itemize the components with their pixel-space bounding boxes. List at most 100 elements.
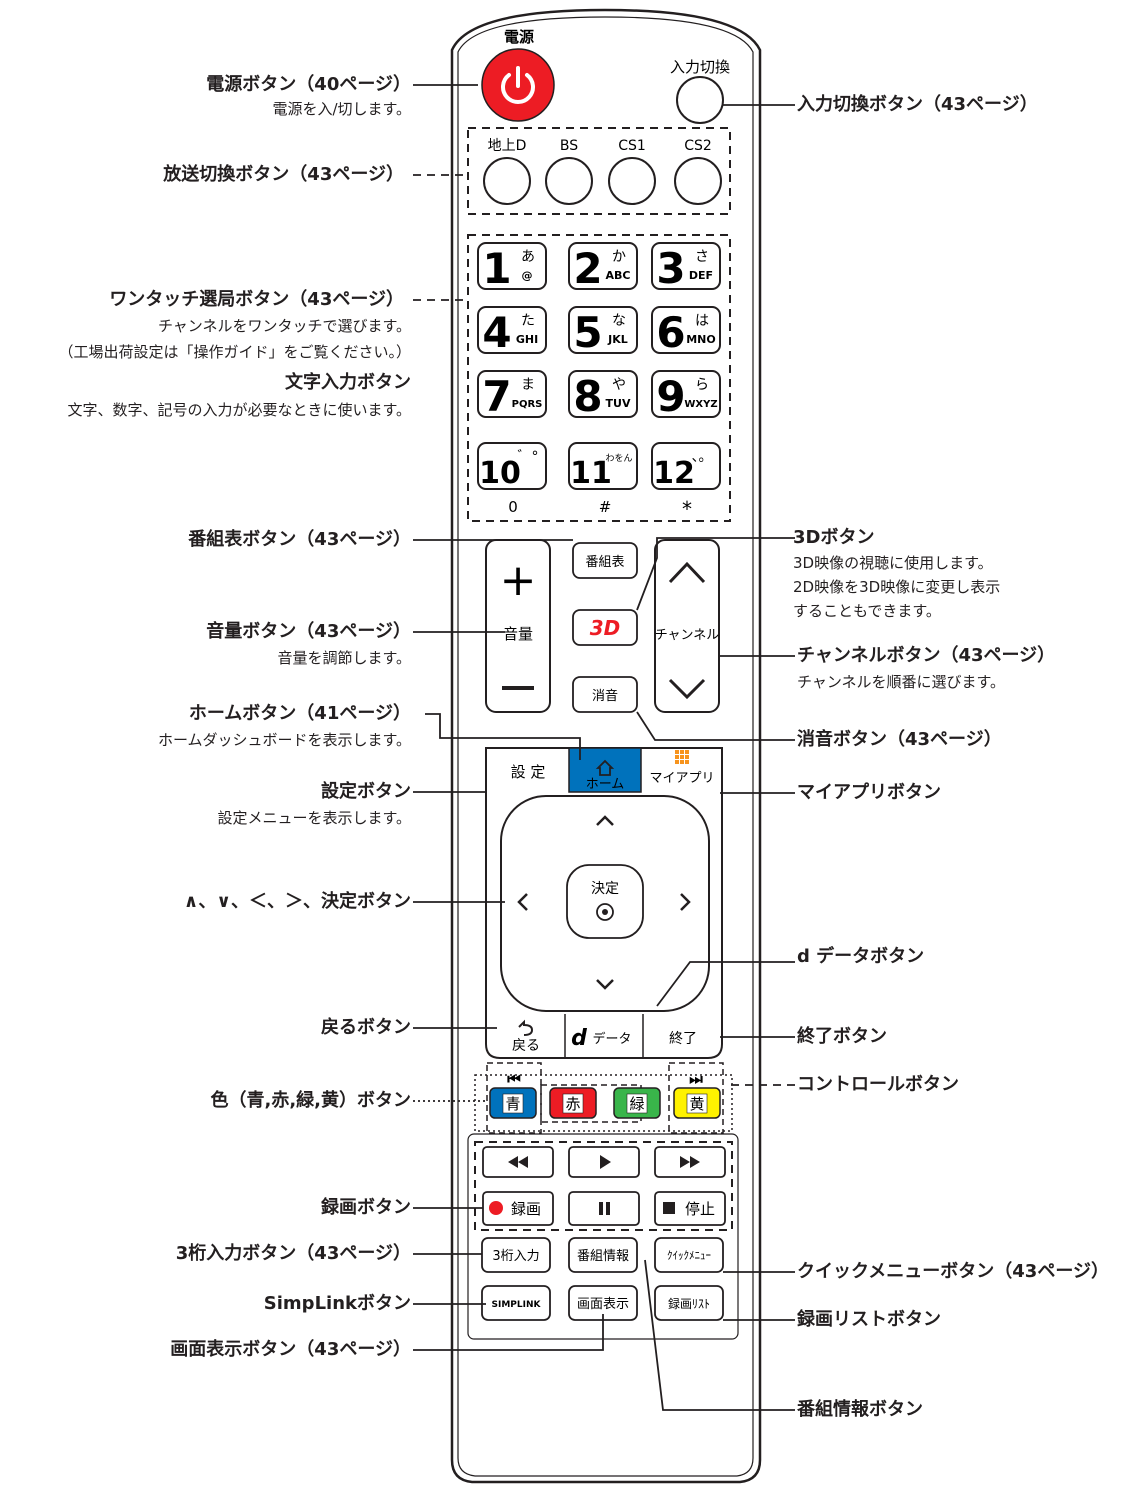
- color-label-1: 赤: [565, 1095, 580, 1113]
- play-icon: [600, 1155, 611, 1169]
- callout-ddata-title: d データボタン: [797, 946, 925, 967]
- skip-back-icon: ⏮: [507, 1070, 521, 1088]
- ok-ring-icon: [596, 903, 614, 921]
- exit-button-label[interactable]: 終了: [669, 1031, 697, 1047]
- number-button-4[interactable]: [477, 306, 547, 354]
- home-icon: [595, 759, 615, 776]
- number-kana-2: か: [612, 249, 626, 265]
- callout-screen-display-title: 画面表示ボタン（43ページ）: [170, 1339, 411, 1360]
- three-digit-button[interactable]: [481, 1237, 551, 1273]
- leader-lines: [413, 84, 795, 1411]
- number-button-8[interactable]: [568, 370, 638, 418]
- callout-settings-desc: 設定メニューを表示します。: [217, 809, 411, 827]
- guide-button[interactable]: [572, 542, 638, 579]
- callout-volume-title: 音量ボタン（43ページ）: [206, 621, 411, 642]
- number-sub-2: ABC: [606, 269, 631, 282]
- number-button-1[interactable]: [477, 242, 547, 290]
- ok-button-label: 決定: [591, 881, 619, 897]
- dpad-up-icon[interactable]: [596, 815, 614, 826]
- power-top-label: 電源: [504, 28, 534, 46]
- number-button-9[interactable]: [651, 370, 721, 418]
- input-button[interactable]: [676, 76, 724, 124]
- broadcast-label-1: BS: [560, 138, 578, 154]
- broadcast-button-0[interactable]: [483, 157, 531, 205]
- callout-input-title: 入力切換ボタン（43ページ）: [797, 94, 1038, 115]
- broadcast-button-1[interactable]: [545, 157, 593, 205]
- number-button-7[interactable]: [477, 370, 547, 418]
- number-button-11[interactable]: [568, 442, 638, 490]
- ok-button[interactable]: [566, 864, 644, 939]
- number-button-2[interactable]: [568, 242, 638, 290]
- number-button-6[interactable]: [651, 306, 721, 354]
- number-sub-7: PQRS: [512, 399, 543, 410]
- number-sub-5: JKL: [607, 333, 628, 346]
- number-sub-4: GHI: [516, 333, 538, 346]
- control-group-right: [668, 1062, 724, 1134]
- stop-button-label: 停止: [685, 1200, 715, 1218]
- number-button-3[interactable]: [651, 242, 721, 290]
- program-info-button[interactable]: [568, 1237, 638, 1273]
- pause-button[interactable]: [568, 1191, 640, 1226]
- simplink-button-label: SIMPLINK: [492, 1300, 542, 1310]
- mute-button-label: 消音: [592, 688, 618, 704]
- callout-power-desc: 電源を入/切します。: [272, 100, 411, 118]
- number-sub-8: TUV: [606, 397, 631, 410]
- number-digit-8: 8: [573, 372, 602, 421]
- three-digit-button-label: 3桁入力: [492, 1249, 539, 1264]
- callout-power-title: 電源ボタン（40ページ）: [206, 74, 411, 95]
- transport-group: [474, 1141, 733, 1231]
- back-icon: [518, 1019, 534, 1036]
- myapp-button-label[interactable]: マイアプリ: [649, 771, 714, 786]
- record-list-button[interactable]: [654, 1285, 724, 1321]
- number-button-10[interactable]: [477, 442, 547, 490]
- callout-volume-desc: 音量を調節します。: [277, 649, 411, 667]
- below-number-1: #: [599, 498, 612, 516]
- rewind-icon: [508, 1156, 528, 1168]
- stop-button[interactable]: [654, 1191, 726, 1226]
- dpad-right-icon[interactable]: [680, 893, 691, 911]
- callout-myapp-title: マイアプリボタン: [797, 782, 941, 803]
- back-button-label[interactable]: 戻る: [512, 1038, 540, 1054]
- program-info-button-label: 番組情報: [577, 1249, 629, 1264]
- below-number-2: *: [682, 497, 692, 521]
- number-sub-3: DEF: [689, 269, 713, 282]
- colors-group: [474, 1074, 733, 1132]
- volume-label: 音量: [503, 625, 533, 643]
- channel-rocker[interactable]: [654, 539, 720, 713]
- callout-back-title: 戻るボタン: [321, 1017, 411, 1038]
- callout-char-input-title: 文字入力ボタン: [285, 372, 411, 393]
- number-digit-2: 2: [573, 244, 602, 293]
- quick-menu-button[interactable]: [654, 1237, 724, 1273]
- broadcast-label-0: 地上D: [488, 138, 527, 154]
- home-button[interactable]: [568, 747, 642, 793]
- dpad-left-icon[interactable]: [517, 893, 528, 911]
- 3d-button[interactable]: [572, 609, 638, 646]
- callout-settings-title: 設定ボタン: [321, 781, 411, 802]
- number-kana-6: は: [695, 313, 709, 329]
- number-pad-group: [467, 234, 731, 522]
- power-icon: [501, 66, 535, 104]
- settings-button-label[interactable]: 設 定: [511, 763, 546, 781]
- number-button-5[interactable]: [568, 306, 638, 354]
- number-sub-6: MNO: [686, 333, 716, 346]
- ddata-button-label[interactable]: データ: [592, 1031, 631, 1047]
- color-label-3: 黄: [689, 1095, 704, 1113]
- broadcast-label-3: CS2: [684, 138, 712, 154]
- broadcast-button-3[interactable]: [674, 157, 722, 205]
- guide-button-label: 番組表: [585, 555, 624, 570]
- dpad-down-icon[interactable]: [596, 979, 614, 990]
- callout-broadcast-title: 放送切換ボタン（43ページ）: [163, 164, 404, 185]
- simplink-button[interactable]: [481, 1285, 551, 1321]
- callout-control-title: コントロールボタン: [797, 1074, 959, 1095]
- 3d-button-label: 3D: [590, 616, 621, 640]
- broadcast-button-2[interactable]: [608, 157, 656, 205]
- number-digit-12: 12: [653, 456, 695, 491]
- color-label-bg-2: [626, 1093, 648, 1114]
- number-button-12[interactable]: [651, 442, 721, 490]
- mute-button[interactable]: [572, 676, 638, 713]
- callout-simplink-title: SimpLinkボタン: [263, 1293, 411, 1314]
- color-label-0: 青: [505, 1095, 520, 1113]
- callout-record-list-title: 録画リストボタン: [797, 1309, 941, 1330]
- channel-down-icon: [668, 678, 706, 700]
